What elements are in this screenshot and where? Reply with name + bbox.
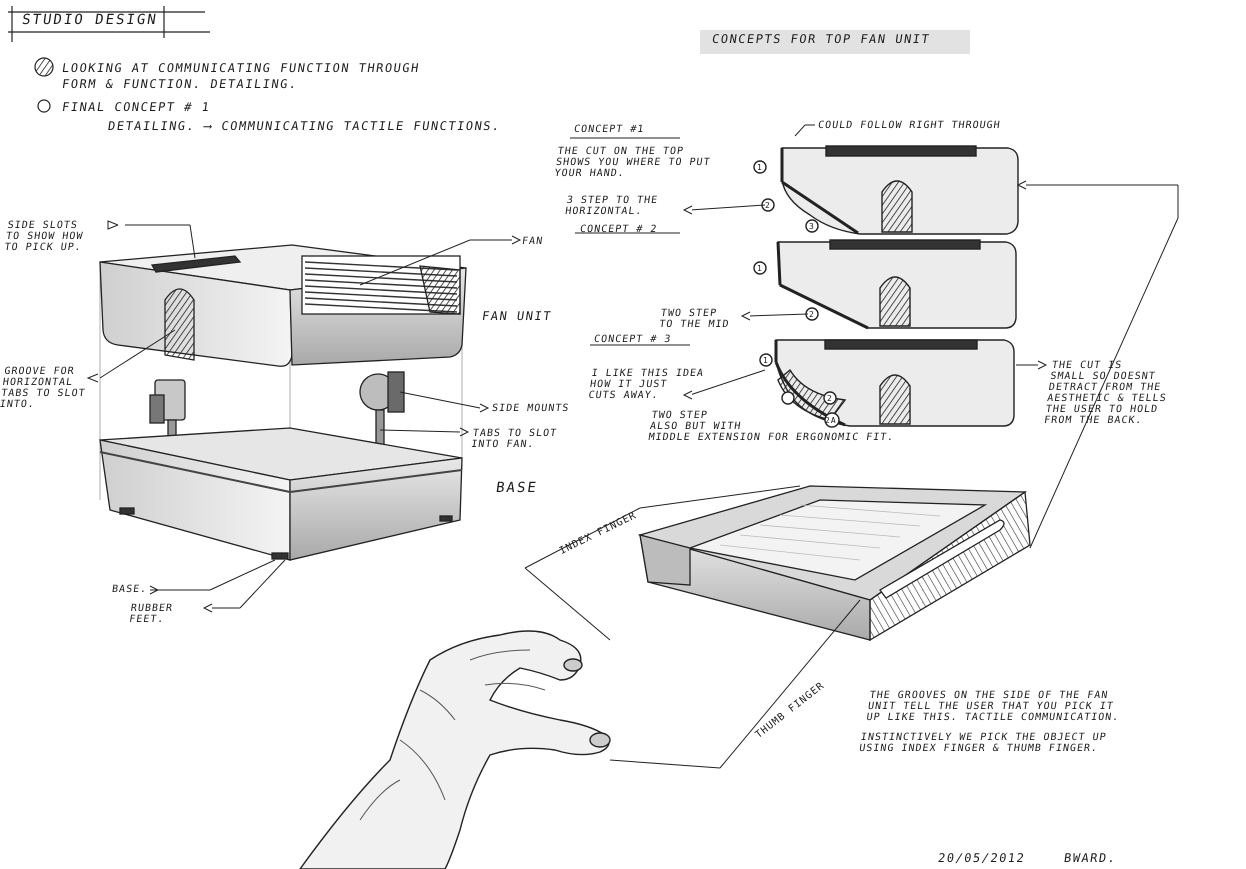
label-base-left: BASE. bbox=[111, 584, 148, 595]
label-tabs: TABS TO SLOT INTO FAN. bbox=[470, 428, 558, 450]
concept-3-text: I LIKE THIS IDEA HOW IT JUST CUTS AWAY. bbox=[587, 368, 705, 401]
concept-2-step: TWO STEP TO THE MID bbox=[658, 308, 731, 330]
label-side-slots: SIDE SLOTS TO SHOW HOW TO PICK UP. bbox=[3, 220, 85, 253]
marker-2b: 2 bbox=[809, 310, 815, 319]
concept-1-text: THE CUT ON THE TOP SHOWS YOU WHERE TO PU… bbox=[553, 146, 712, 179]
marker-1b: 1 bbox=[757, 264, 763, 273]
date: 20/05/2012 bbox=[937, 851, 1027, 865]
concept-leader-lines bbox=[570, 124, 1179, 549]
note-1-line-1: LOOKING AT COMMUNICATING FUNCTION THROUG… bbox=[61, 61, 421, 75]
hand-sketch bbox=[299, 630, 611, 869]
instinct-note: INSTINCTIVELY WE PICK THE OBJECT UP USIN… bbox=[858, 732, 1108, 754]
label-side-mounts: SIDE MOUNTS bbox=[491, 403, 571, 414]
bullet-filled bbox=[34, 57, 54, 77]
label-base-right: BASE bbox=[494, 480, 539, 496]
marker-1c: 1 bbox=[763, 356, 769, 365]
header-marker-swatch bbox=[700, 30, 970, 54]
bullet-empty bbox=[37, 99, 51, 113]
concept-2-title: CONCEPT # 2 bbox=[579, 224, 659, 235]
concept-1-title: CONCEPT #1 bbox=[573, 124, 645, 135]
note-1-line-2: FORM & FUNCTION. DETAILING. bbox=[61, 77, 299, 91]
sheet-title: STUDIO DESIGN bbox=[20, 12, 159, 28]
finger-guide-lines bbox=[524, 485, 861, 769]
label-rubber-feet: RUBBER FEET. bbox=[128, 603, 174, 625]
concept-1-step: 3 STEP TO THE HORIZONTAL. bbox=[564, 195, 659, 217]
label-fan: FAN bbox=[521, 236, 544, 247]
note-2-line-2: DETAILING. ⟶ COMMUNICATING TACTILE FUNCT… bbox=[107, 119, 502, 133]
concept-3-title: CONCEPT # 3 bbox=[593, 334, 673, 345]
marker-1a: 1 bbox=[757, 163, 763, 172]
note-2-line-1: FINAL CONCEPT # 1 bbox=[61, 100, 212, 114]
marker-3a: 3 bbox=[809, 222, 815, 231]
title-frame bbox=[8, 6, 210, 42]
label-groove: GROOVE FOR HORIZONTAL TABS TO SLOT INTO. bbox=[0, 366, 87, 410]
label-fan-unit: FAN UNIT bbox=[481, 309, 553, 323]
marker-2a: 2 bbox=[765, 201, 771, 210]
concept-profiles bbox=[753, 145, 1019, 428]
grooves-note: THE GROOVES ON THE SIDE OF THE FAN UNIT … bbox=[865, 690, 1120, 723]
tray-sketch bbox=[637, 485, 1031, 642]
header-title: CONCEPTS FOR TOP FAN UNIT bbox=[711, 32, 932, 46]
leader-lines-left bbox=[86, 220, 522, 613]
marker-2c: 2 bbox=[827, 394, 833, 403]
signature: BWARD. bbox=[1063, 851, 1118, 865]
concept-3-step: TWO STEP ALSO BUT WITH MIDDLE EXTENSION … bbox=[647, 410, 895, 443]
marker-2a-c: 2A bbox=[825, 416, 837, 425]
cut-note: THE CUT IS SMALL SO DOESNT DETRACT FROM … bbox=[1043, 360, 1168, 426]
product-sketch-left bbox=[99, 244, 467, 561]
follow-through-note: COULD FOLLOW RIGHT THROUGH bbox=[817, 120, 1002, 131]
